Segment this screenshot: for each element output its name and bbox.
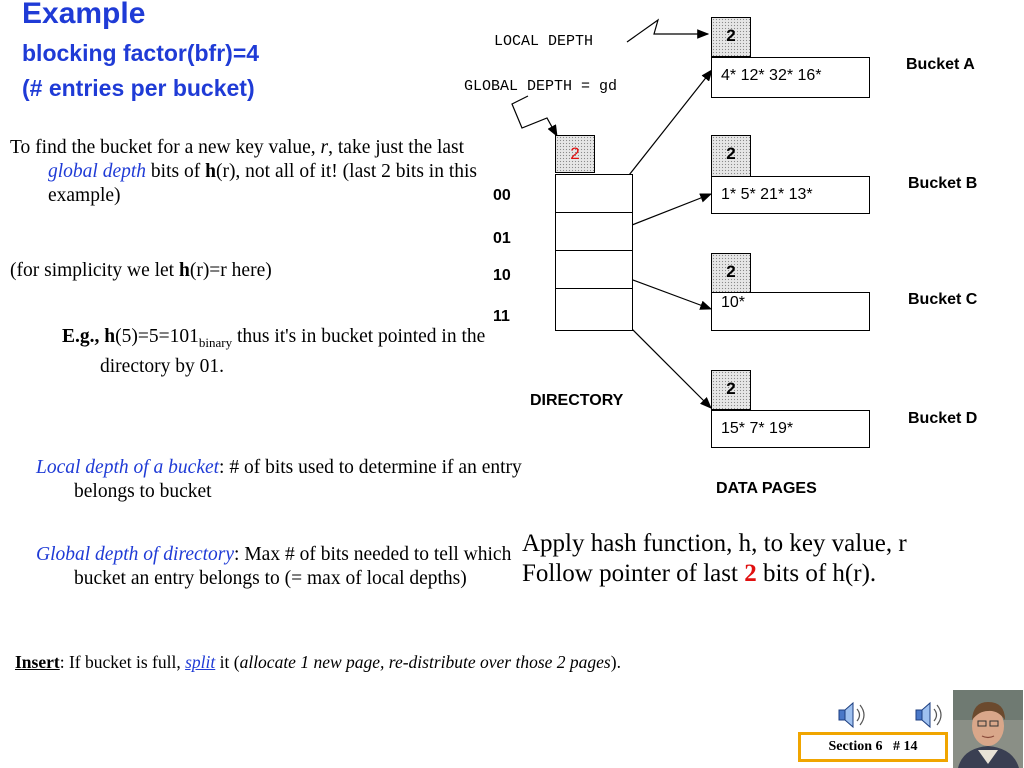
bucket-a-entries: 4* 12* 32* 16* (711, 57, 870, 98)
bucket-b-local-depth: 2 (711, 135, 751, 177)
footer-section-box: Section 6 # 14 (798, 732, 948, 762)
bucket-c-entries: 10* (711, 292, 870, 331)
bucket-d-label: Bucket D (908, 410, 978, 427)
global-depth-box: 2 (555, 135, 595, 173)
bucket-d-local-depth: 2 (711, 370, 751, 410)
title-line-3: (# entries per bucket) (22, 75, 255, 101)
bucket-a-label: Bucket A (906, 56, 975, 73)
paragraph-find-bucket: To find the bucket for a new key value, … (10, 137, 478, 206)
directory-cell-11 (555, 288, 633, 331)
title-line-2: blocking factor(bfr)=4 (22, 40, 260, 66)
bucket-b-label: Bucket B (908, 175, 978, 192)
directory-label-00: 00 (493, 187, 511, 204)
directory-cell-01 (555, 212, 633, 251)
directory-label: DIRECTORY (530, 392, 624, 409)
local-depth-definition: Local depth of a bucket: # of bits used … (36, 457, 522, 502)
footer-page: # 14 (893, 739, 918, 754)
title-line-1: Example (22, 0, 146, 30)
paragraph-example: E.g., h(5)=5=101binary thus it's in buck… (62, 326, 486, 377)
presenter-photo (953, 690, 1023, 768)
apply-hash-text: Apply hash function, h, to key value, r … (522, 530, 907, 587)
footer-section: Section 6 (828, 739, 883, 754)
insert-rule: Insert: If bucket is full, split it (all… (15, 652, 621, 672)
bucket-d-entries: 15* 7* 19* (711, 410, 870, 448)
local-depth-label: LOCAL DEPTH (494, 33, 594, 50)
directory-label-10: 10 (493, 267, 511, 284)
bucket-c-local-depth: 2 (711, 253, 751, 293)
directory-cell-00 (555, 174, 633, 213)
data-pages-label: DATA PAGES (716, 480, 817, 497)
bucket-a-local-depth: 2 (711, 17, 751, 57)
global-depth-pointer (511, 95, 558, 138)
bucket-c-label: Bucket C (908, 291, 978, 308)
directory-cell-10 (555, 250, 633, 289)
directory-label-01: 01 (493, 230, 511, 247)
paragraph-simplicity: (for simplicity we let h(r)=r here) (10, 260, 272, 281)
split-link[interactable]: split (185, 652, 216, 672)
directory-label-11: 11 (493, 308, 510, 325)
global-depth-definition: Global depth of directory: Max # of bits… (36, 544, 512, 589)
speaker-icon[interactable] (836, 700, 870, 730)
bucket-b-entries: 1* 5* 21* 13* (711, 176, 870, 214)
global-depth-label: GLOBAL DEPTH = gd (464, 78, 618, 95)
local-depth-pointer (626, 18, 710, 43)
speaker-icon[interactable] (913, 700, 947, 730)
